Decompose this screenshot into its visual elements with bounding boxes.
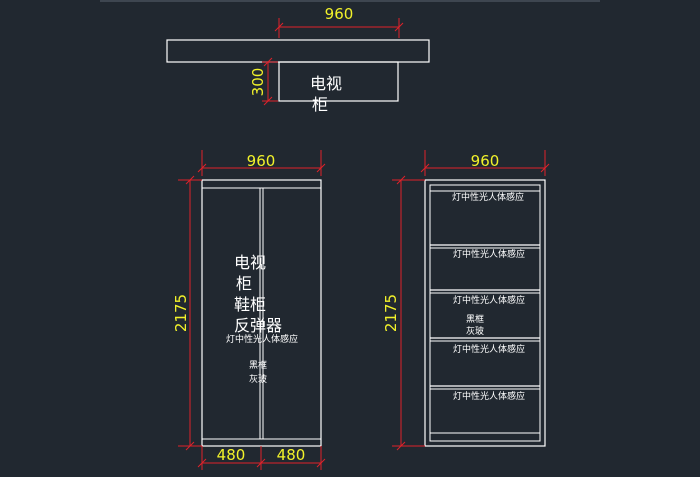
interior-view: 960 2175 灯中性光人体感应 灯中性光人体感应 灯中性光人体感应 黑框 灰… [382,150,550,451]
tv-cabinet-outline [278,61,399,102]
countertop-outline [166,39,430,63]
interior-outer-outline [424,179,546,447]
top-width-dimension [274,18,404,38]
interior-inner-outline [429,184,541,442]
interior-width-dimension [420,150,550,176]
shelf-note-2: 灯中性光人体感应 [453,248,525,260]
interior-height-dimension [392,175,425,451]
tv-label-line2: 柜 [312,95,328,114]
front-title-line1: 电视 [234,253,266,272]
front-light-note: 灯中性光人体感应 [226,333,298,345]
shelf-note-5: 灯中性光人体感应 [453,390,525,402]
front-title-line3: 鞋柜 [234,295,266,314]
top-width-label: 960 [325,5,354,23]
interior-material-line1: 黑框 [466,313,484,325]
front-height-dimension [178,175,202,451]
tv-label-line1: 电视 [310,74,342,93]
top-view: 960 300 电视 柜 [166,5,430,114]
front-material-line1: 黑框 [249,359,267,371]
front-height-label: 2175 [172,294,190,332]
shelf-note-4: 灯中性光人体感应 [453,343,525,355]
front-width-dimension [197,150,326,176]
top-depth-dimension [262,57,278,106]
interior-width-label: 960 [471,152,500,170]
interior-height-label: 2175 [382,294,400,332]
front-title-line2: 柜 [236,274,252,293]
top-depth-label: 300 [249,68,267,97]
front-right-width-label: 480 [277,446,306,464]
front-material-line2: 灰玻 [249,373,267,385]
front-bottom-dimension [197,446,326,470]
front-title-line4: 反弹器 [234,316,282,335]
front-width-label: 960 [247,152,276,170]
front-view: 960 2175 480 480 电视 柜 鞋柜 反弹器 灯中性光人体感应 黑框… [172,150,326,470]
shelf-note-3: 灯中性光人体感应 [453,294,525,306]
interior-material-line2: 灰玻 [466,325,484,337]
front-left-width-label: 480 [217,446,246,464]
shelf-note-1: 灯中性光人体感应 [452,191,524,203]
